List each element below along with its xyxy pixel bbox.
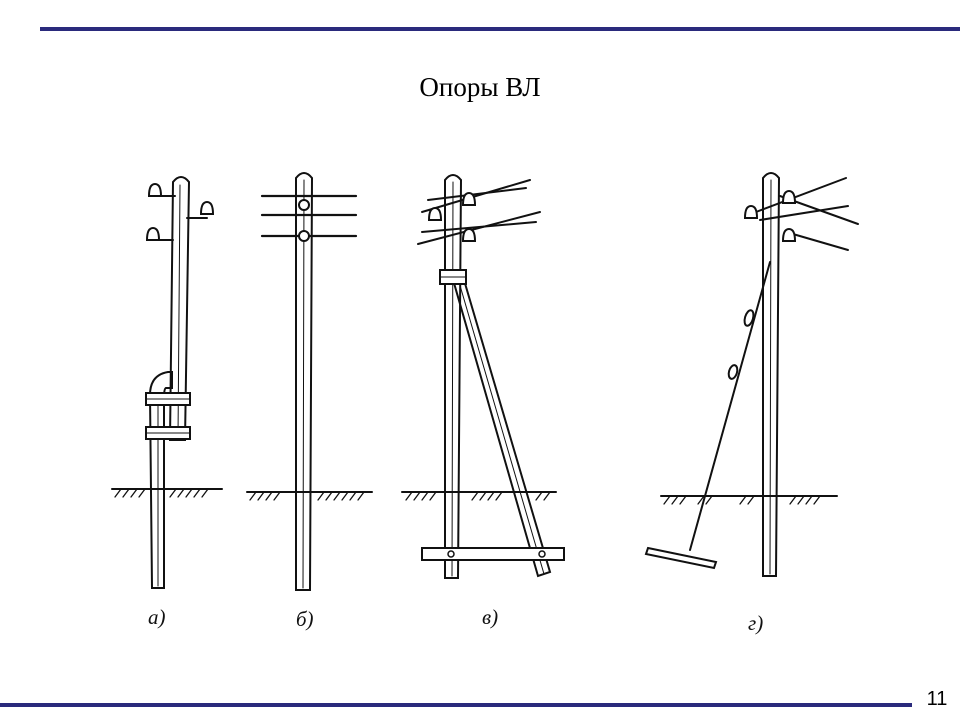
bottom-rule (0, 703, 912, 707)
insulator-icon (461, 227, 477, 242)
ground-hatch-a (114, 488, 209, 498)
ground-hatch-b (249, 491, 365, 501)
insulator-icon (298, 230, 310, 242)
insulator-icon (186, 200, 215, 219)
guy-insulator-icon (727, 364, 739, 380)
ground-hatch-g (663, 495, 821, 505)
insulator-icon (427, 206, 443, 221)
insulator-icon (298, 199, 310, 211)
figure-label-v: в) (482, 605, 498, 629)
insulator-icon (743, 204, 759, 219)
insulator-icon (147, 182, 176, 197)
pole-a: а) (111, 176, 223, 629)
figure-label-a: а) (148, 605, 166, 629)
pole-g: г) (644, 172, 859, 635)
insulator-icon (461, 191, 477, 206)
page-number: 11 (926, 688, 948, 710)
figure-label-g: г) (748, 611, 763, 635)
pole-v: в) (401, 174, 565, 629)
anchor-plate (644, 546, 718, 570)
insulator-icon (145, 226, 174, 241)
insulator-icon (781, 189, 797, 204)
insulator-icon (781, 227, 797, 242)
pole-b: б) (246, 172, 373, 631)
slide-title: Опоры ВЛ (419, 72, 541, 102)
figure-label-b: б) (296, 607, 314, 631)
ground-hatch-v (405, 491, 551, 501)
top-rule (40, 27, 960, 31)
guy-insulator-icon (743, 309, 755, 327)
